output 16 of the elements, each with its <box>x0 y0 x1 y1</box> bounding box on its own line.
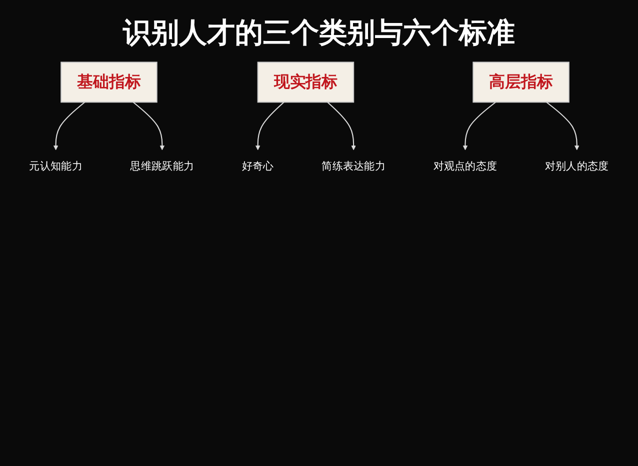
arrow <box>53 102 86 150</box>
node-text: 好奇心 <box>242 160 274 172</box>
node-text: 对别人的态度 <box>544 160 609 172</box>
arrow <box>132 102 164 150</box>
node-text: 对观点的态度 <box>433 160 498 172</box>
node-box: 高层指标 <box>472 62 570 103</box>
node-text: 元认知能力 <box>29 160 82 172</box>
node-box: 基础指标 <box>60 62 158 103</box>
arrow <box>462 102 496 150</box>
arrow <box>256 102 284 150</box>
title: 识别人才的三个类别与六个标准 <box>122 15 516 51</box>
node-box: 现实指标 <box>257 62 354 103</box>
arrow <box>546 102 580 150</box>
node-text: 简练表达能力 <box>322 160 386 172</box>
arrow <box>327 102 356 150</box>
node-text: 思维跳跃能力 <box>130 160 194 172</box>
